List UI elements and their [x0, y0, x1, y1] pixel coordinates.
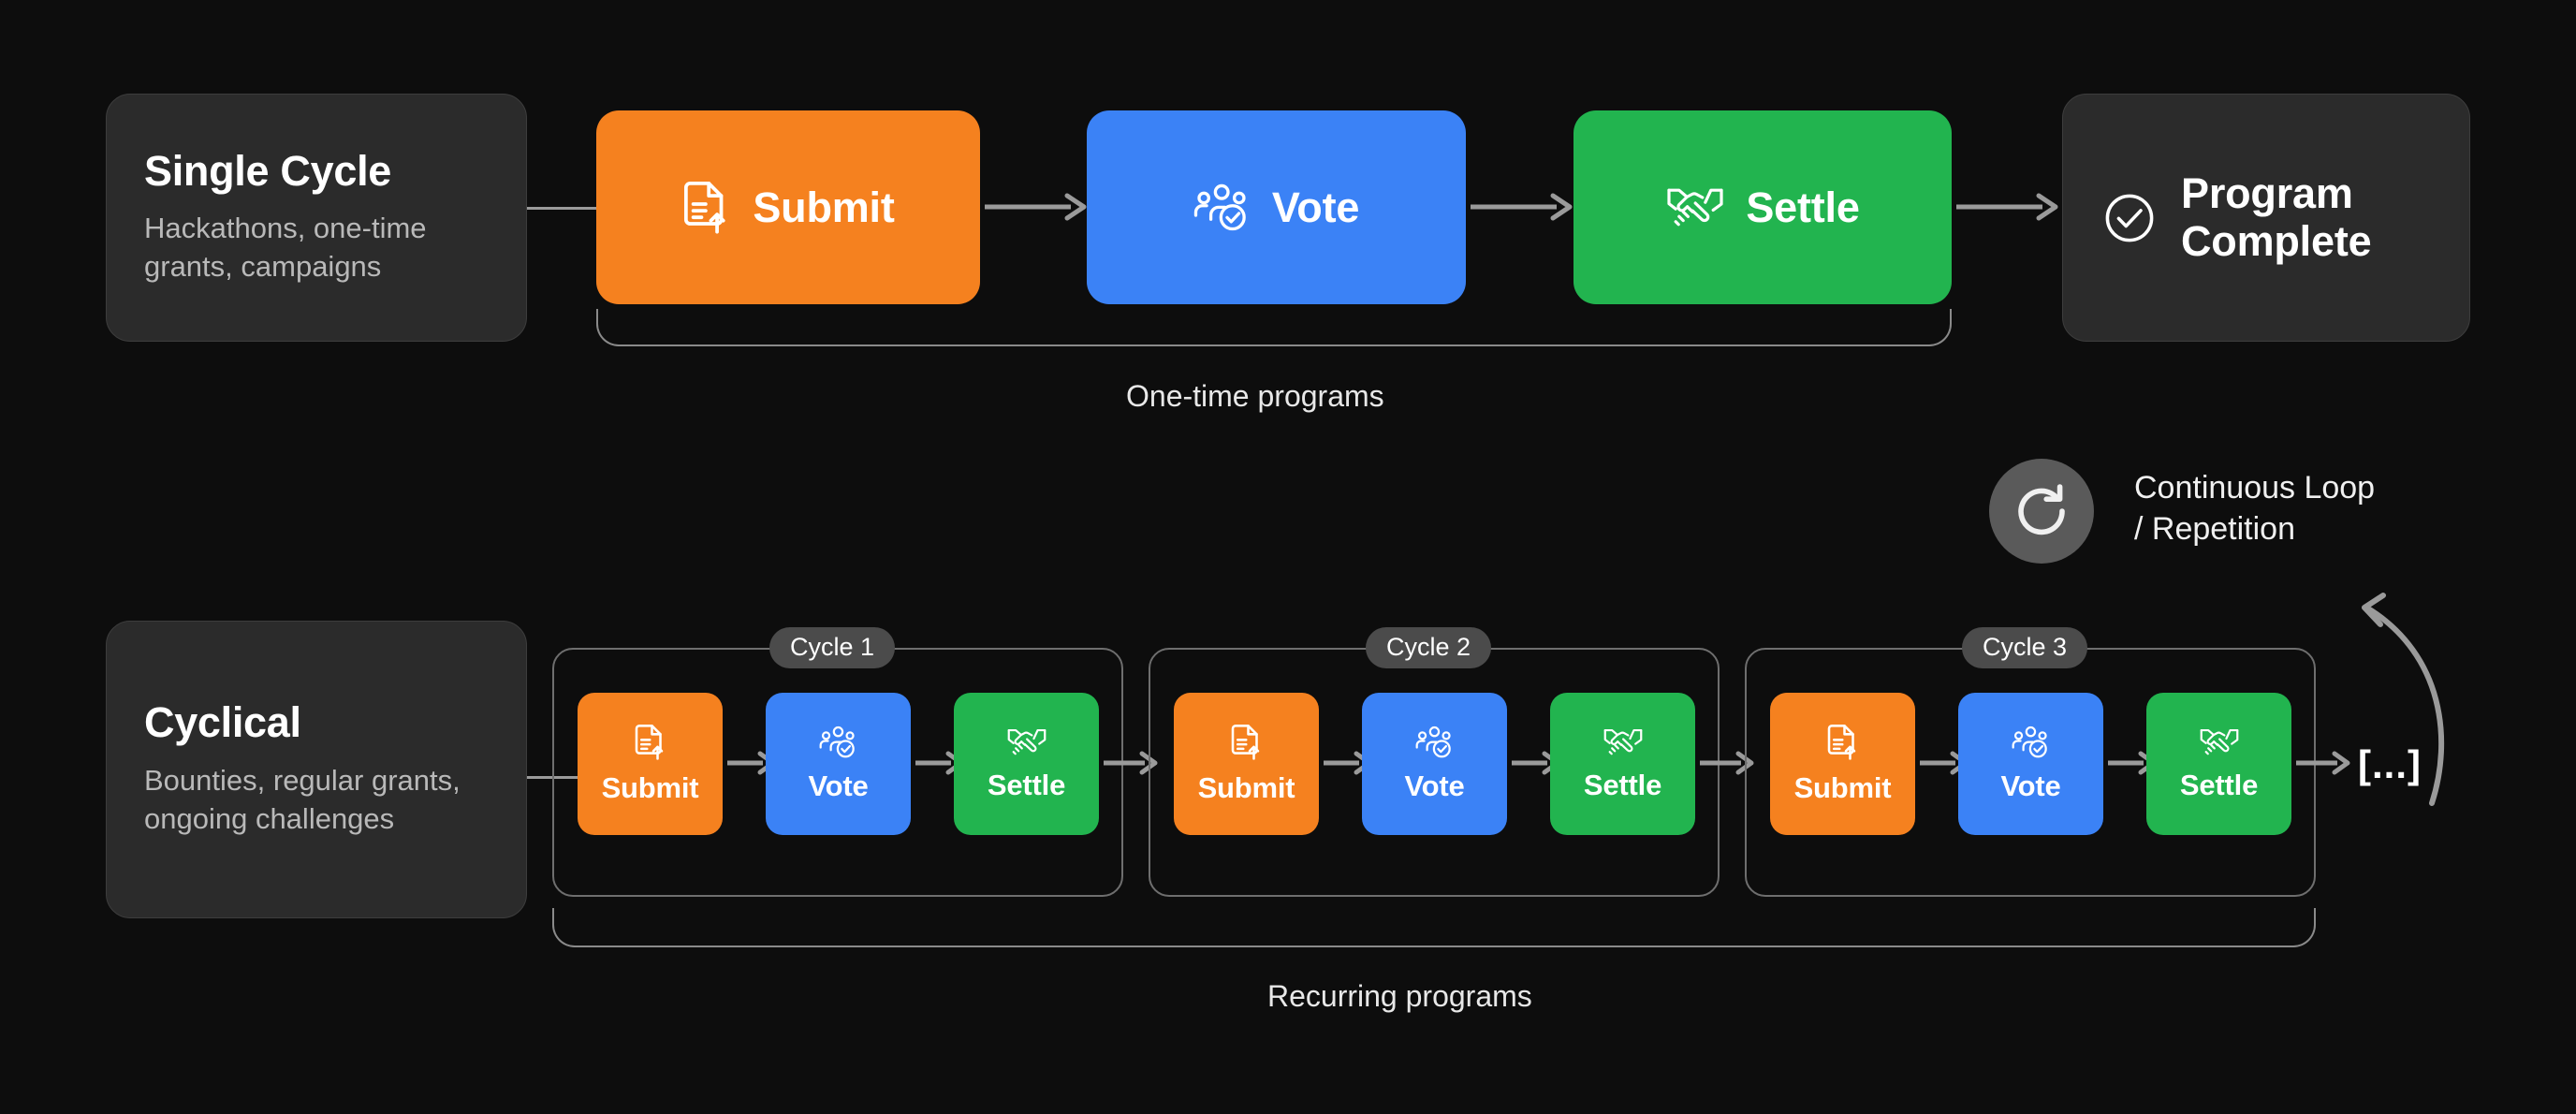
continuous-loop-line1: Continuous Loop: [2134, 470, 2376, 506]
step-vote-label: Vote: [2000, 770, 2061, 802]
arrow-cycle1-to-cycle2: [1104, 749, 1158, 777]
step-vote-cycle1[interactable]: Vote: [766, 693, 911, 835]
continuous-loop-label: Continuous Loop / Repetition: [2134, 468, 2375, 550]
step-vote-cycle2[interactable]: Vote: [1362, 693, 1507, 835]
arrow-cycle3-to-continuation: [2296, 749, 2350, 777]
loopback-curved-arrow: [2181, 506, 2462, 814]
connector-cyclical-to-cycles: [524, 776, 599, 779]
handshake-icon: [1665, 183, 1725, 232]
cyclical-subtitle: Bounties, regular grants, ongoing challe…: [144, 763, 461, 835]
card-program-complete: Program Complete: [2062, 94, 2470, 342]
step-settle-label: Settle: [987, 769, 1066, 801]
step-settle-cycle2[interactable]: Settle: [1550, 693, 1695, 835]
cycle-badge-2: Cycle 2: [1366, 627, 1492, 668]
arrow-vote-to-settle: [1471, 190, 1573, 224]
people-check-icon: [1415, 725, 1455, 760]
step-submit-label: Submit: [753, 183, 895, 231]
program-complete-line1: Program: [2181, 169, 2353, 218]
document-upload-icon: [634, 723, 667, 762]
arrow-cycle2-to-cycle3: [1700, 749, 1754, 777]
bracket-one-time: [596, 309, 1952, 346]
step-vote-label: Vote: [1404, 770, 1465, 802]
refresh-loop-icon: [2012, 481, 2071, 541]
single-cycle-subtitle: Hackathons, one-time grants, campaigns: [144, 212, 427, 284]
cycle-badge-1: Cycle 1: [769, 627, 896, 668]
people-check-icon: [1193, 182, 1251, 234]
step-submit-label: Submit: [601, 771, 699, 804]
check-circle-icon: [2102, 191, 2157, 245]
arrow-settle-to-complete: [1956, 190, 2059, 224]
step-vote-label: Vote: [808, 770, 869, 802]
step-submit-cycle1[interactable]: Submit: [578, 693, 723, 835]
bracket-one-time-label: One-time programs: [1126, 379, 1384, 413]
loop-icon-circle: [1989, 459, 2094, 564]
step-settle-cycle1[interactable]: Settle: [954, 693, 1099, 835]
step-settle-label: Settle: [2179, 769, 2259, 801]
program-complete-text: Program Complete: [2181, 169, 2372, 265]
document-upload-icon: [1826, 723, 1860, 762]
step-submit-label: Submit: [1197, 771, 1295, 804]
step-submit-label: Submit: [1793, 771, 1892, 804]
cycle-badge-3: Cycle 3: [1962, 627, 2088, 668]
arrow-submit-to-vote: [985, 190, 1088, 224]
card-cyclical: Cyclical Bounties, regular grants, ongoi…: [106, 621, 527, 918]
bracket-recurring: [552, 908, 2316, 947]
continuation-ellipsis: [...]: [2358, 742, 2422, 786]
step-submit-single[interactable]: Submit: [596, 110, 980, 304]
document-upload-icon: [1230, 723, 1264, 762]
step-submit-cycle2[interactable]: Submit: [1174, 693, 1319, 835]
program-complete-line2: Complete: [2181, 216, 2372, 265]
step-settle-cycle3[interactable]: Settle: [2146, 693, 2291, 835]
step-settle-single[interactable]: Settle: [1573, 110, 1952, 304]
card-single-cycle: Single Cycle Hackathons, one-time grants…: [106, 94, 527, 342]
document-upload-icon: [681, 179, 732, 237]
step-settle-label: Settle: [1746, 183, 1860, 231]
step-settle-label: Settle: [1583, 769, 1662, 801]
handshake-icon: [1006, 726, 1047, 759]
step-vote-single[interactable]: Vote: [1087, 110, 1466, 304]
step-vote-label: Vote: [1271, 183, 1360, 231]
people-check-icon: [819, 725, 858, 760]
bracket-recurring-label: Recurring programs: [1267, 979, 1532, 1013]
handshake-icon: [2199, 726, 2240, 759]
step-vote-cycle3[interactable]: Vote: [1958, 693, 2103, 835]
connector-single-to-submit: [524, 207, 599, 210]
step-submit-cycle3[interactable]: Submit: [1770, 693, 1915, 835]
continuous-loop-line2: / Repetition: [2134, 510, 2295, 547]
single-cycle-title: Single Cycle: [144, 146, 392, 195]
cyclical-title: Cyclical: [144, 698, 301, 747]
handshake-icon: [1603, 726, 1644, 759]
people-check-icon: [2012, 725, 2051, 760]
